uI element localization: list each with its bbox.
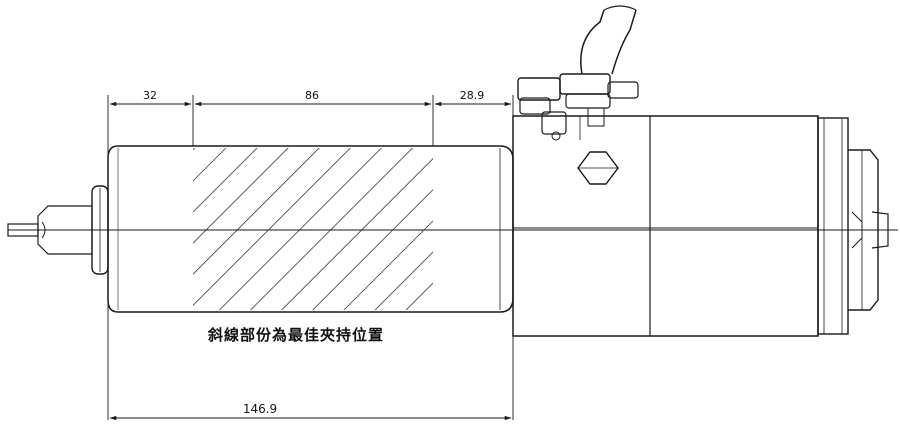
end-cap [817, 117, 889, 335]
coolant-hose [580, 5, 637, 75]
dimension-label-32: 32 [143, 89, 157, 102]
dimension-label-86: 86 [305, 89, 319, 102]
coolant-fitting [517, 73, 639, 141]
hex-nut [577, 151, 619, 185]
dimension-label-total: 146.9 [243, 402, 277, 416]
dimension-label-28-9: 28.9 [460, 89, 485, 102]
clamping-zone-hatch [193, 148, 433, 310]
motor-housing [512, 115, 819, 337]
clamping-note: 斜線部份為最佳夾持位置 [207, 326, 384, 344]
spindle-body [107, 145, 514, 313]
